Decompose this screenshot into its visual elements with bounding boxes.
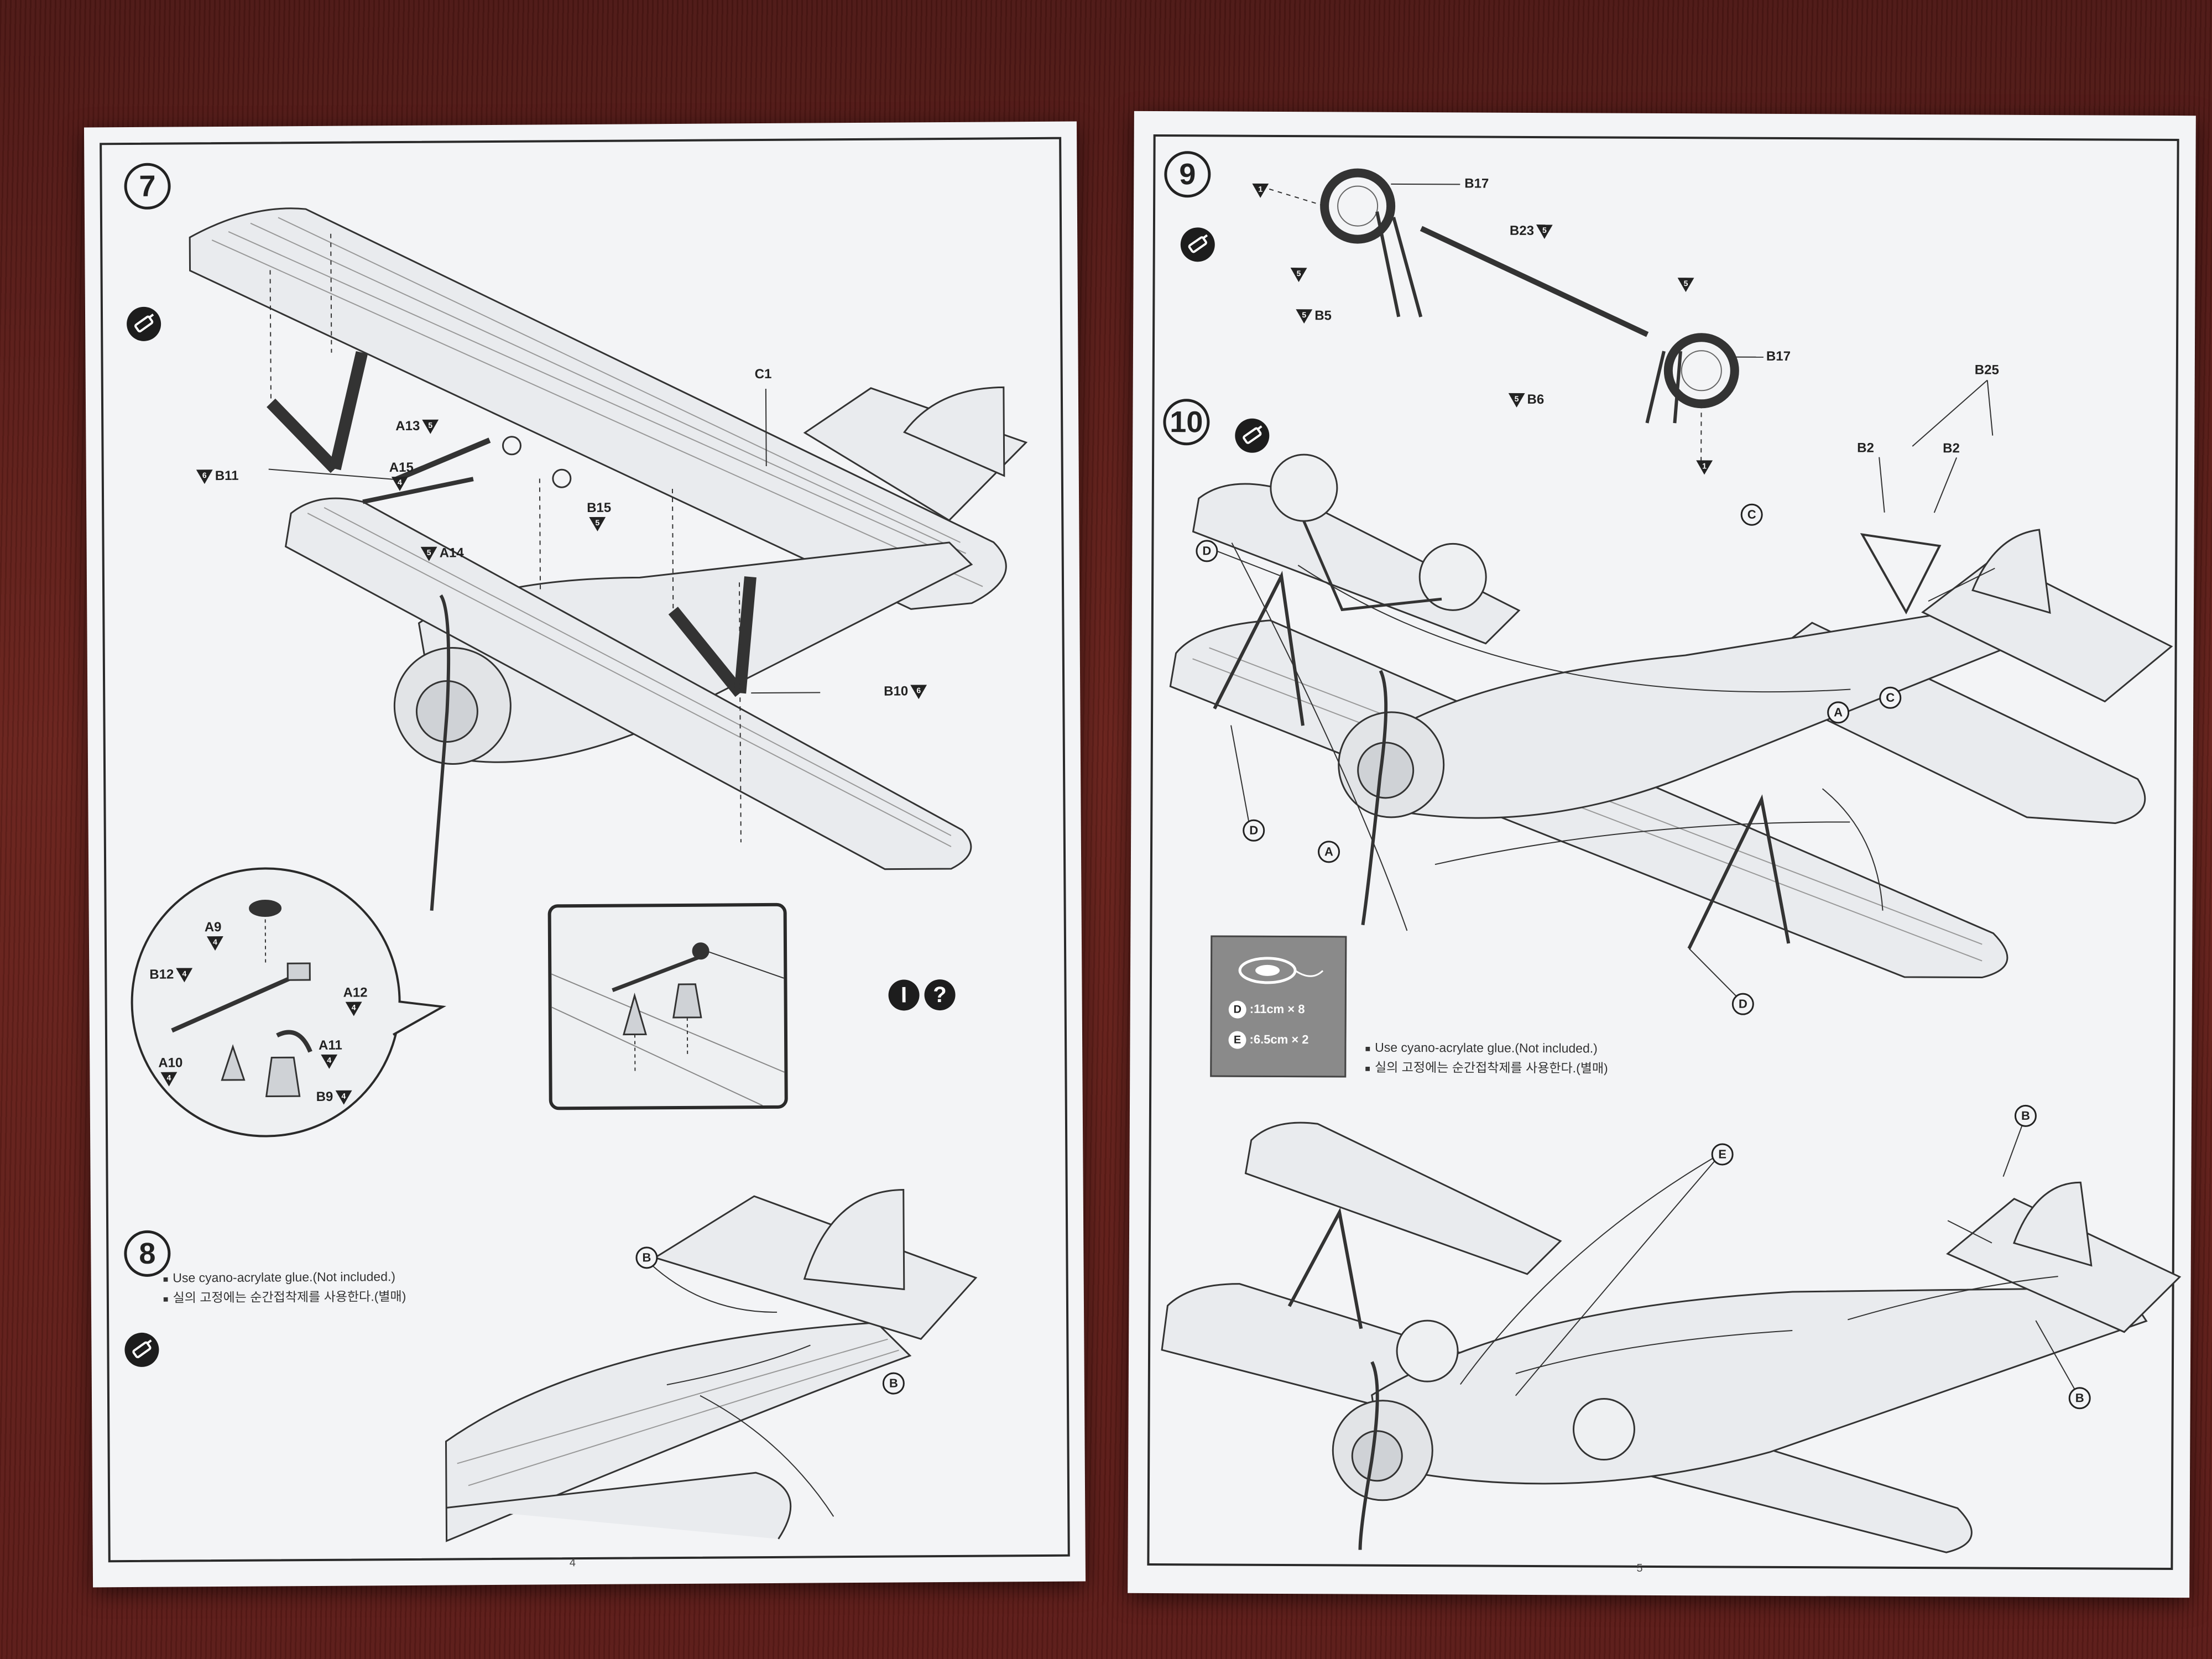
qty-triangle: 5 [1536,224,1553,239]
step-7-airplane-drawing [189,207,1028,911]
qty-triangle: 6 [910,684,927,699]
qty-triangle: 5 [422,419,439,434]
step-10-finished-drawing [1161,1115,2182,1553]
qty-triangle: 4 [335,1090,352,1105]
rigging-letter-b: B [882,1372,905,1395]
zoom-parts-drawing [171,900,446,1098]
rigging-letter-b: B [2068,1387,2091,1410]
page-number: 5 [1636,1562,1643,1574]
glue-icon [126,306,161,342]
qty-triangle: 4 [321,1054,338,1069]
qty-triangle: 1 [1252,183,1269,198]
step-10-rigging-drawing [1169,379,2173,999]
page-number: 4 [569,1557,576,1569]
qty-triangle: 5 [1290,267,1307,282]
qty-triangle: 4 [206,936,223,951]
qty-marker: 5 [1288,267,1310,282]
glue-icon [124,1332,159,1368]
qty-triangle: 5 [1677,277,1694,292]
thread-legend-box: D:11cm × 8 E:6.5cm × 2 [1210,935,1347,1078]
instruction-page-left: 7 [84,121,1086,1588]
thread-spool-icon [1238,957,1324,984]
glue-icon [1235,418,1270,453]
qty-triangle: 5 [420,546,437,561]
qty-marker: 1 [1250,182,1271,198]
qty-triangle: 4 [160,1072,178,1087]
rigging-letter-e: E [1711,1143,1734,1166]
step-8-tail-drawing [445,1188,978,1542]
qty-triangle: 4 [176,967,193,983]
step-9-undercarriage-drawing [1269,168,1764,462]
qty-marker: 5 [1675,276,1696,292]
qty-triangle: 6 [196,469,213,484]
qty-marker: 1 [1694,459,1715,474]
qty-triangle: 4 [391,476,408,491]
qty-triangle: 5 [1508,393,1525,408]
detail-inset-box [547,902,788,1110]
glue-icon [1180,227,1215,262]
rigging-letter-b: B [2014,1104,2037,1127]
inset-drawing [551,942,785,1106]
qty-triangle: 4 [345,1001,362,1016]
qty-triangle: 5 [1296,309,1313,324]
qty-triangle: 5 [589,517,606,531]
rigging-letter-b: B [635,1246,658,1269]
qty-triangle: 1 [1696,460,1713,474]
